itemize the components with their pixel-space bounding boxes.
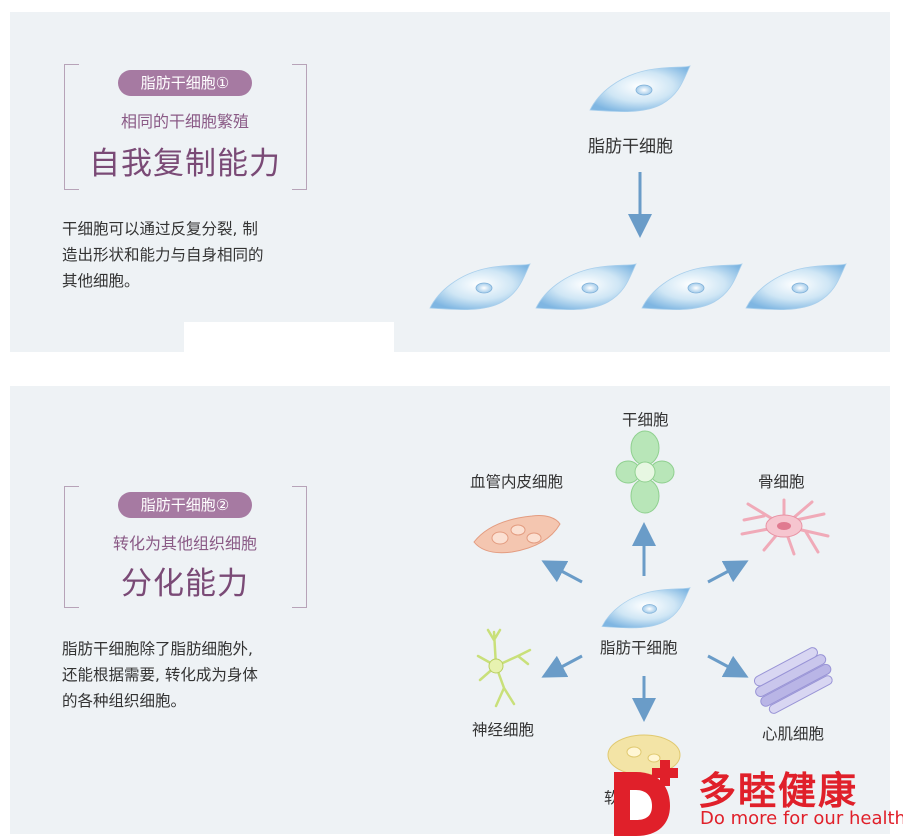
vascular-cell-label: 血管内皮细胞 [470, 473, 564, 491]
description-line: 造出形状和能力与自身相同的 [62, 246, 264, 264]
adipose-stem-cell [601, 587, 691, 629]
bone-cell-icon [740, 498, 830, 556]
differentiation-arrows [541, 522, 749, 722]
differentiation-panel: 脂肪干细胞② 转化为其他组织细胞 分化能力 脂肪干细胞除了脂肪细胞外, 还能根据… [10, 386, 890, 834]
daughter-cell [641, 263, 743, 311]
brand-logo: 多睦健康 Do more for our health [608, 754, 903, 839]
nerve-cell-icon [476, 628, 532, 708]
source-cell-label: 脂肪干细胞 [588, 137, 673, 157]
cardiac-cell-icon [753, 647, 833, 714]
description-line: 脂肪干细胞除了脂肪细胞外, [62, 640, 253, 658]
section-title: 分化能力 [121, 566, 249, 602]
logo-d-plus-icon [614, 760, 678, 836]
adipose-stem-cell [589, 65, 691, 113]
daughter-cell [429, 263, 531, 311]
description-line: 还能根据需要, 转化成为身体 [62, 666, 258, 684]
section-tag: 脂肪干细胞① [118, 70, 252, 96]
bracket-right [292, 64, 307, 190]
daughter-cell [745, 263, 847, 311]
section-subtitle: 转化为其他组织细胞 [112, 534, 257, 553]
arrow-to-cardiac [707, 654, 749, 678]
description-line: 的各种组织细胞。 [62, 692, 187, 710]
vascular-cell-icon [473, 515, 561, 554]
stem-cell-label: 干细胞 [622, 411, 669, 429]
daughter-cell [535, 263, 637, 311]
bracket-left [64, 486, 79, 608]
center-cell-label: 脂肪干细胞 [600, 639, 678, 657]
section-description: 干细胞可以通过反复分裂, 制 造出形状和能力与自身相同的 其他细胞。 [62, 216, 264, 294]
down-arrow [628, 172, 652, 238]
logo-brand-name: 多睦健康 [698, 769, 859, 813]
section-description: 脂肪干细胞除了脂肪细胞外, 还能根据需要, 转化成为身体 的各种组织细胞。 [62, 636, 258, 714]
nerve-cell-label: 神经细胞 [472, 721, 535, 739]
section-tag: 脂肪干细胞② [118, 492, 252, 518]
arrow-to-nerve [541, 654, 583, 678]
section-title: 自我复制能力 [89, 146, 281, 182]
arrow-to-bone [707, 560, 749, 584]
cardiac-cell-label: 心肌细胞 [762, 725, 825, 743]
stem-cell-icon [615, 430, 675, 514]
bracket-left [64, 64, 79, 190]
bracket-right [292, 486, 307, 608]
arrow-to-vascular [541, 560, 583, 584]
description-line: 干细胞可以通过反复分裂, 制 [62, 220, 258, 238]
bone-cell-label: 骨细胞 [758, 473, 805, 491]
logo-slogan: Do more for our health [700, 808, 903, 829]
section-subtitle: 相同的干细胞繁殖 [120, 112, 249, 131]
description-line: 其他细胞。 [62, 272, 140, 290]
